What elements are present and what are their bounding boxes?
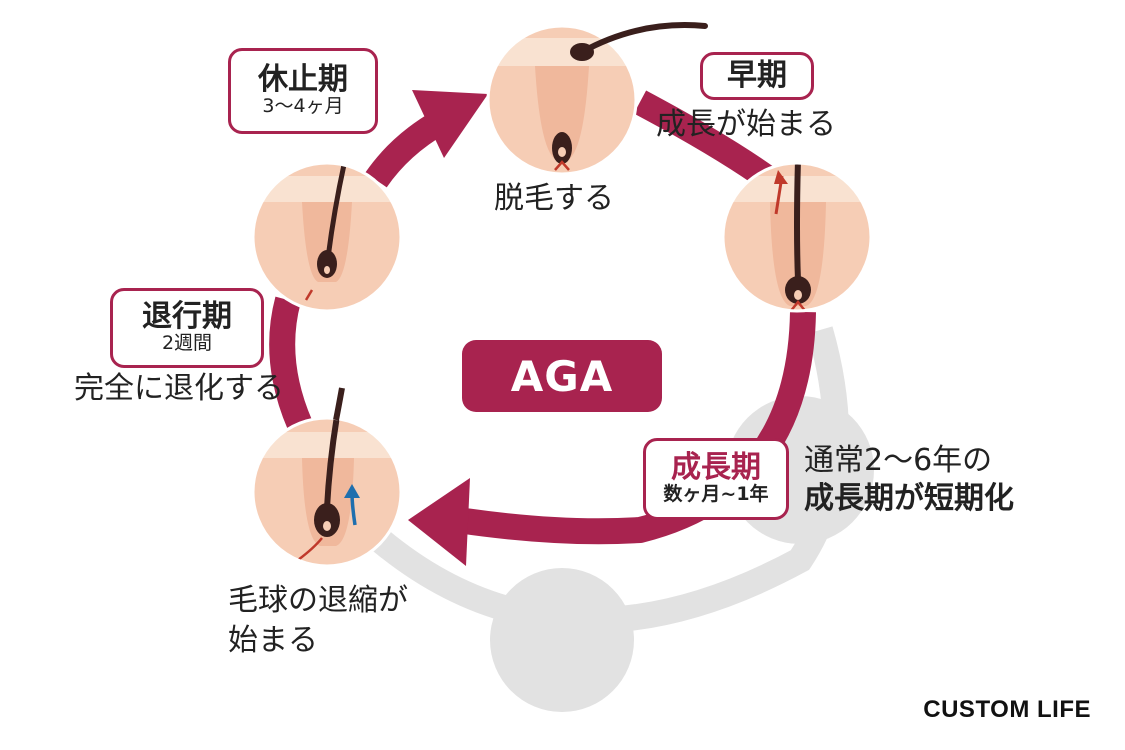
stage-box-early: 早期 [700, 52, 814, 100]
center-aga-label: AGA [462, 340, 662, 412]
brand-logo: CUSTOM LIFE [923, 696, 1091, 723]
stage-title-early: 早期 [727, 58, 787, 94]
arrow-head-bottom [408, 478, 470, 566]
arrow-right-bottom [456, 311, 816, 545]
follicle-shedding [488, 26, 636, 174]
bulb-caption-line2: 始まる [228, 623, 318, 658]
stage-sub-catagen: 2週間 [161, 331, 213, 354]
stage-caption-shedding: 脱毛する [494, 181, 614, 216]
follicle-telogen [253, 163, 401, 311]
stage-caption-catagen: 完全に退化する [74, 371, 284, 406]
stage-title-telogen: 休止期 [258, 62, 348, 98]
stage-box-catagen: 退行期 2週間 [110, 288, 264, 368]
ghost-circle-bottom [490, 568, 634, 712]
stage-sub-growth: 数ヶ月~1年 [663, 482, 769, 505]
stage-box-growth: 成長期 数ヶ月~1年 [643, 438, 789, 520]
stage-caption-early: 成長が始まる [656, 107, 836, 142]
growth-note-line1: 通常2〜6年の [804, 443, 993, 478]
stage-box-telogen: 休止期 3〜4ヶ月 [228, 48, 378, 134]
growth-note-line2: 成長期が短期化 [804, 481, 1014, 516]
follicle-early [723, 163, 871, 311]
shed-hair [579, 22, 708, 55]
arrow-left-side [269, 296, 312, 431]
arrow-head-top [412, 90, 488, 158]
bulb-caption-line1: 毛球の退縮が [228, 583, 408, 618]
follicle-regression [253, 418, 401, 566]
arrow-left-top [365, 110, 447, 188]
stage-title-growth: 成長期 [671, 450, 761, 486]
stage-sub-telogen: 3〜4ヶ月 [262, 94, 344, 117]
stage-title-catagen: 退行期 [142, 299, 232, 335]
